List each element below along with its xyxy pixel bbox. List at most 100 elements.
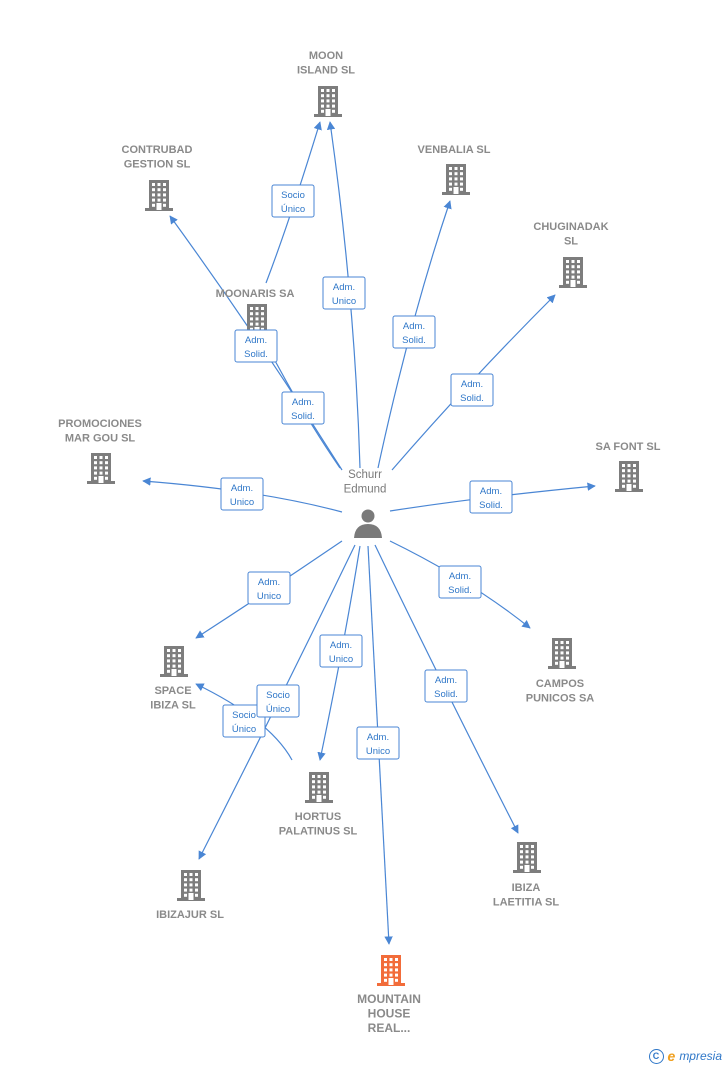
edge-label-text: Adm. [292,397,314,408]
edge-label-box [319,634,363,668]
edge-label-box [256,684,300,718]
edge-label-text: Socio [281,190,305,201]
company-name: IBIZAJUR SL [156,909,224,921]
edge-label-text: Único [232,724,256,735]
company-name: CAMPOS [536,678,584,690]
edge-label-text: Socio [266,690,290,701]
building-icon [87,453,115,484]
edge-label-text: Solid. [402,335,426,346]
edge-label-text: Adm. [461,379,483,390]
brand-logo-letter: e [667,1048,676,1064]
building-icon [615,461,643,492]
building-icon [548,638,576,669]
edge-label-text: Adm. [333,282,355,293]
edge-label-text: Unico [230,497,254,508]
building-icon [442,164,470,195]
person-icon [354,509,382,538]
edge-label-text: Adm. [403,321,425,332]
building-icon [559,257,587,288]
edge-label[interactable]: Adm. Solid. [281,391,325,425]
person-name: Schurr [348,469,382,481]
edge-label-text: Solid. [291,411,315,422]
edge-label[interactable]: Adm. Solid. [234,329,278,363]
company-name: HORTUS [295,811,341,823]
edge-label-text: Adm. [480,486,502,497]
edge-label[interactable]: Adm. Unico [319,634,363,668]
edge-label-box [392,315,436,349]
brand-name: mpresia [679,1049,722,1063]
company-name: VENBALIA SL [418,144,491,156]
edge-label-box [424,669,468,703]
building-icon [513,842,541,873]
building-icon [377,955,405,986]
company-name: SA FONT SL [596,441,661,453]
company-node-chuginadak[interactable]: CHUGINADAK SL [533,221,609,288]
edge-label-text: Solid. [448,585,472,596]
company-node-moon[interactable]: MOON ISLAND SL [297,50,355,117]
edge-label[interactable]: Adm.Solid. [424,669,468,703]
edge-label-box [234,329,278,363]
company-name: SL [564,236,578,248]
edge-label-box [469,480,513,514]
edge-label[interactable]: Adm.Unico [247,571,291,605]
company-node-space[interactable]: SPACE IBIZA SL [150,646,196,712]
edge-label[interactable]: Adm. Solid. [469,480,513,514]
edge-label-text: Solid. [479,500,503,511]
company-name: PALATINUS SL [279,826,358,838]
edge-label[interactable]: Adm.Unico [220,477,264,511]
company-node-moonaris[interactable]: MOONARIS SA [216,288,295,335]
person-name: Edmund [344,484,387,496]
edge-label-box [222,704,266,738]
edge-label[interactable]: Adm. Unico [322,276,366,310]
edge-label-box [271,184,315,218]
copyright-icon: C [648,1048,664,1064]
edge-label-text: Unico [329,654,353,665]
edge-label-box [356,726,400,760]
edge-label-box [450,373,494,407]
company-node-campos[interactable]: CAMPOS PUNICOS SA [526,638,595,705]
edge-label-text: Solid. [244,349,268,360]
edge-label-text: Solid. [434,689,458,700]
edge-label-text: Adm. [330,640,352,651]
company-name: REAL... [368,1021,411,1035]
company-name: MOON [309,50,343,62]
edge-labels-layer: SocioÚnicoAdm.UnicoAdm.Solid.Adm.Solid.A… [220,184,513,760]
edge-label[interactable]: Adm. Solid. [450,373,494,407]
building-icon [145,180,173,211]
edge-label-text: Unico [366,746,390,757]
edge-label-text: Adm. [367,732,389,743]
company-node-mountain[interactable]: MOUNTAINHOUSEREAL... [357,955,421,1035]
company-name: MAR GOU SL [65,433,136,445]
edge-label[interactable]: Adm. Solid. [392,315,436,349]
edge-label-text: Solid. [460,393,484,404]
company-node-venbalia[interactable]: VENBALIA SL [418,144,491,195]
edge-label[interactable]: Adm. Solid. [438,565,482,599]
edge-label-text: Adm. [449,571,471,582]
company-name: PUNICOS SA [526,693,595,705]
edge-label-text: Unico [332,296,356,307]
company-node-hortus[interactable]: HORTUS PALATINUS SL [279,772,358,838]
company-name: HOUSE [368,1007,411,1021]
company-node-safont[interactable]: SA FONT SL [596,441,661,492]
edge-label-text: Unico [257,591,281,602]
company-name: ISLAND SL [297,65,355,77]
company-name: CHUGINADAK [533,221,608,233]
edge-label-box [247,571,291,605]
edge-label-text: Adm. [245,335,267,346]
company-name: IBIZA SL [150,700,196,712]
company-name: SPACE [154,685,191,697]
edge-label[interactable]: Adm. Unico [356,726,400,760]
company-node-ibizajur[interactable]: IBIZAJUR SL [156,870,224,921]
edge-label-text: Socio [232,710,256,721]
company-name: CONTRUBAD [122,144,193,156]
